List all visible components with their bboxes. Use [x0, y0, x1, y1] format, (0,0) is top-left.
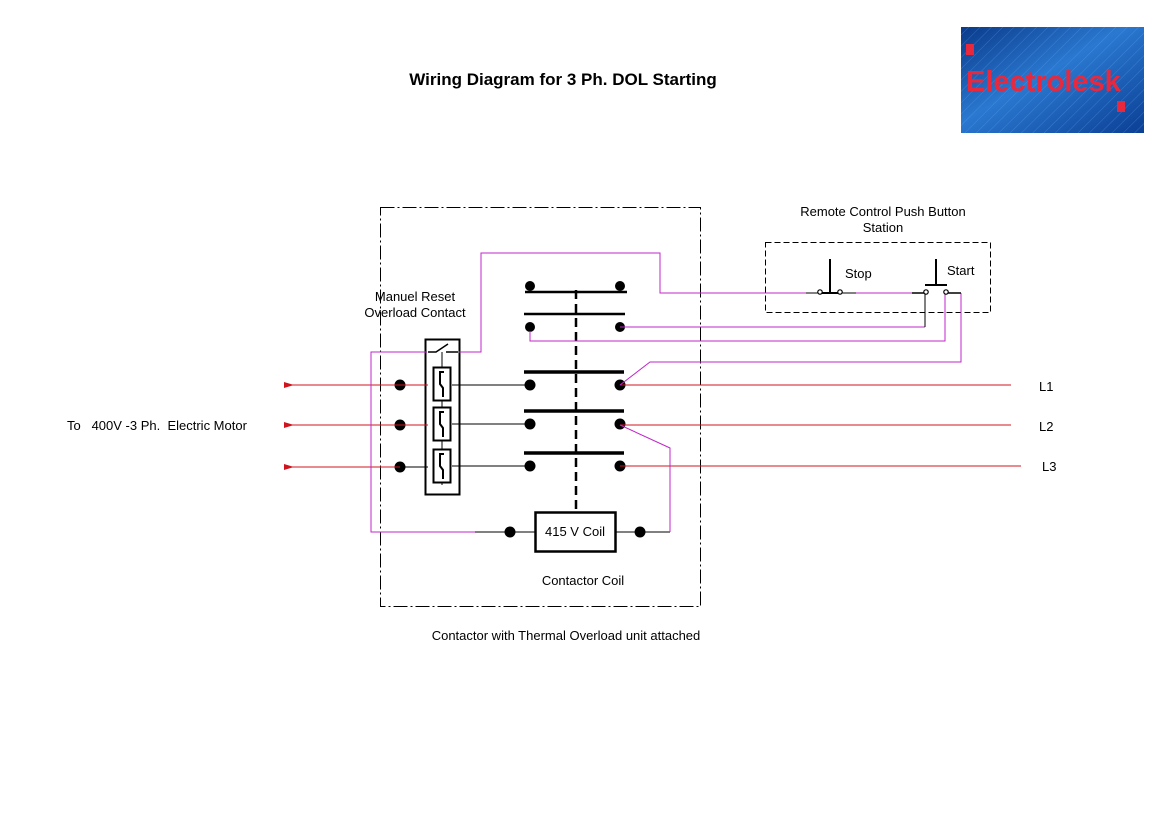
- control-wiring: [370, 252, 962, 533]
- contactor-enclosure: [380, 207, 701, 607]
- remote-station-enclosure: [765, 242, 991, 313]
- diagram-caption: Contactor with Thermal Overload unit att…: [432, 628, 701, 643]
- auxiliary-contact-no: [525, 281, 627, 294]
- start-button: [912, 259, 961, 295]
- remote-station-label-2: Station: [863, 220, 903, 235]
- start-label: Start: [947, 263, 975, 278]
- stop-button: [806, 259, 856, 295]
- logo-square-bottom: [1117, 101, 1125, 112]
- phase-label-l2: L2: [1039, 419, 1053, 434]
- remote-station-label-1: Remote Control Push Button: [800, 204, 965, 219]
- phase-label-l1: L1: [1039, 379, 1053, 394]
- coil-label: 415 V Coil: [545, 524, 605, 539]
- logo-square-top: [966, 44, 974, 55]
- overload-label-2: Overload Contact: [364, 305, 466, 320]
- contactor-coil: [475, 511, 670, 553]
- thermal-overload-unit: [424, 338, 461, 496]
- motor-label: To 400V -3 Ph. Electric Motor: [67, 418, 248, 433]
- contactor-coil-label: Contactor Coil: [542, 573, 624, 588]
- logo-text: Electrolesk: [966, 66, 1122, 98]
- auxiliary-contact-holding: [524, 312, 625, 332]
- overload-label-1: Manuel Reset: [375, 289, 456, 304]
- stop-label: Stop: [845, 266, 872, 281]
- diagram-title: Wiring Diagram for 3 Ph. DOL Starting: [409, 70, 716, 89]
- electrolesk-logo: Electrolesk: [961, 27, 1144, 133]
- phase-label-l3: L3: [1042, 459, 1056, 474]
